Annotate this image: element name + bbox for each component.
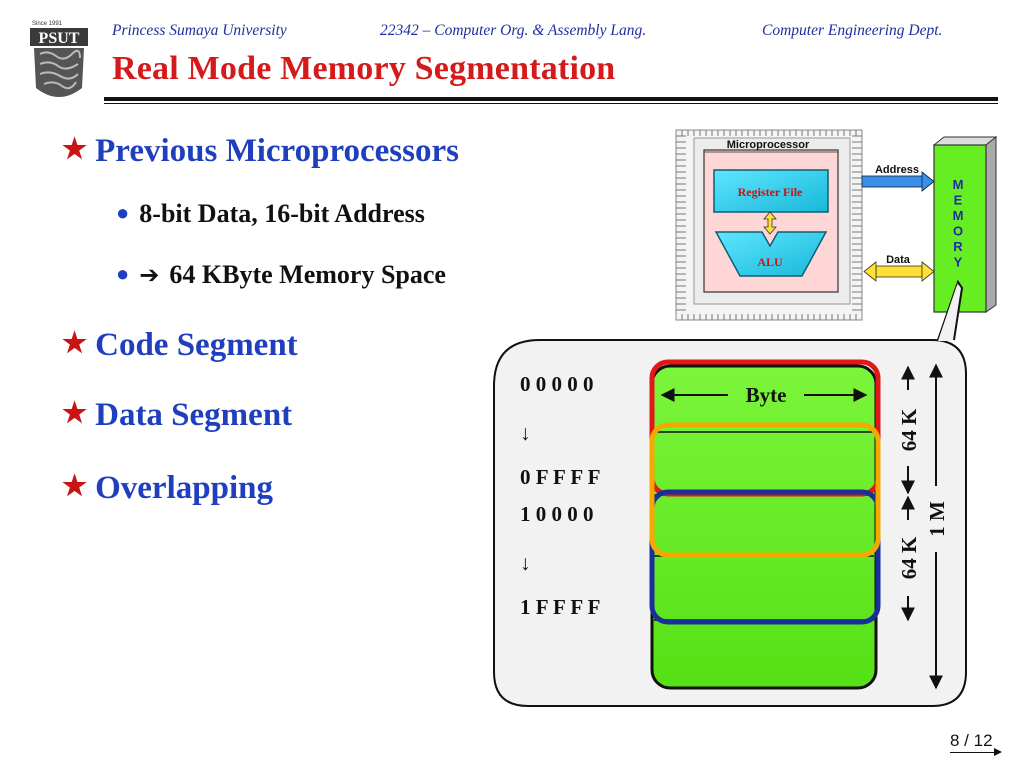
psut-logo: Since 1991 PSUT [30,21,88,97]
star-icon: ★ [62,471,88,502]
segment-size-dimension-1: 64 K [897,365,921,495]
byte-label: Byte [746,383,787,407]
microprocessor-chip: Microprocessor Register File ALU [675,129,863,321]
star-icon: ★ [62,398,88,429]
address-start-2: 1 0 0 0 0 [520,502,594,526]
bullet-label: 64 KByte Memory Space [169,260,446,289]
down-arrow-icon: ↓ [520,421,531,445]
cpu-title: Microprocessor [727,139,810,151]
memory-map: Byte [649,359,881,690]
bullet-overlapping: ★Overlapping [62,470,273,507]
logo-since-text: Since 1991 [32,21,63,27]
logo-text: PSUT [39,30,80,47]
memory-letter: E [954,193,963,208]
bullet-dot-icon: ● [116,200,130,225]
memory-letter: O [953,224,963,239]
bullet-code-segment: ★Code Segment [62,327,298,364]
right-arrow-icon: ➔ [139,261,160,289]
data-label: Data [886,254,911,266]
address-label: Address [875,164,919,176]
total-size-label: 1 M [925,501,949,537]
alu-label: ALU [757,255,783,269]
sub-bullet-data-address: ● 8-bit Data, 16-bit Address [116,199,425,229]
page-underline-arrow [950,748,1002,756]
bidirectional-arrow-icon [763,211,777,235]
header-divider-thin [104,103,998,104]
register-file-label: Register File [738,185,803,199]
header-department: Computer Engineering Dept. [762,22,943,39]
star-icon: ★ [62,328,88,359]
memory-letter: M [953,208,964,223]
address-bus-arrow: Address [861,164,935,192]
segment-size-dimension-2: 64 K [897,495,921,622]
bullet-label: Previous Microprocessors [95,133,459,169]
sub-bullet-memory-space: ● ➔ 64 KByte Memory Space [116,260,446,290]
address-start-1: 0 0 0 0 0 [520,372,594,396]
header-university: Princess Sumaya University [112,22,287,39]
total-size-dimension: 1 M [925,363,949,690]
slide-title: Real Mode Memory Segmentation [112,50,616,87]
bullet-label: Overlapping [95,470,273,506]
segment-size-1-label: 64 K [897,408,921,451]
memory-letter: Y [954,255,963,270]
bullet-label: 8-bit Data, 16-bit Address [139,199,425,228]
page-number: 8 / 12 [950,731,993,750]
bullet-previous-microprocessors: ★Previous Microprocessors [62,133,459,170]
memory-letter: M [953,177,964,192]
data-segment-outline [649,489,881,625]
bullet-label: Data Segment [95,397,293,433]
bullet-label: Code Segment [95,327,298,363]
header-divider [104,97,998,101]
memory-letter: R [953,239,963,254]
down-arrow-icon: ↓ [520,551,531,575]
overlapping-segment-outline [649,422,881,558]
bullet-data-segment: ★Data Segment [62,397,292,434]
address-end-1: 0 F F F F [520,465,600,489]
bullet-dot-icon: ● [116,261,130,286]
address-end-2: 1 F F F F [520,595,600,619]
star-icon: ★ [62,134,88,165]
address-labels: 0 0 0 0 0 ↓ 0 F F F F 1 0 0 0 0 ↓ 1 F F … [520,372,600,619]
data-bus-arrow: Data [863,254,935,282]
header-course: 22342 – Computer Org. & Assembly Lang. [380,22,647,39]
segment-size-2-label: 64 K [897,536,921,579]
